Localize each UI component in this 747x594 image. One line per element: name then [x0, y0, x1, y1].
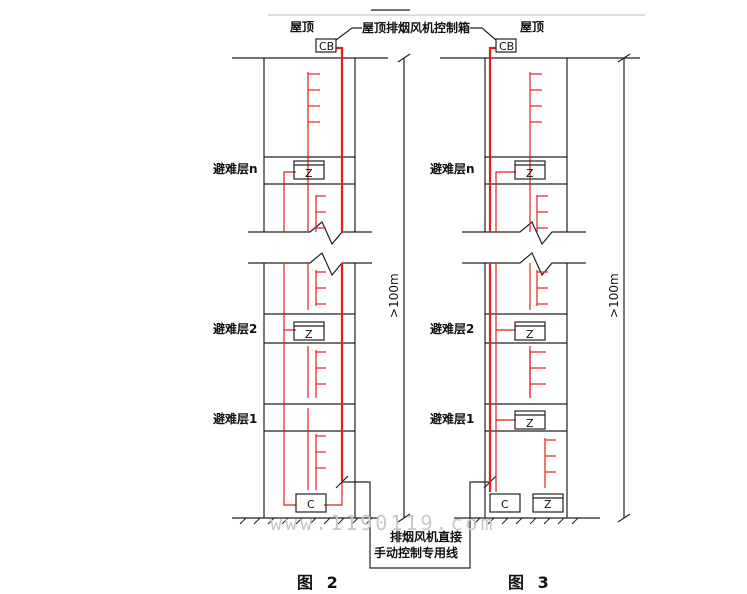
- watermark: www.1190119.com: [270, 511, 496, 535]
- refuge-floor-2-label: 避难层2: [430, 321, 474, 336]
- z-label: Z: [526, 167, 534, 180]
- red-control-line: [488, 46, 496, 232]
- red-control-line: [336, 46, 344, 232]
- red-loop: [283, 171, 296, 232]
- figure-2: CB Z Z C >100m 避难层n 避难层2 避难层1 屋顶 图 2: [213, 20, 411, 592]
- z-box-2: [514, 321, 546, 341]
- cb-box: [315, 38, 337, 53]
- roof-label-right: 屋顶: [520, 20, 544, 34]
- height-label-right: >100m: [607, 273, 621, 318]
- red-loop: [495, 263, 516, 331]
- z-box-2: [293, 321, 325, 341]
- cb-label: CB: [499, 40, 514, 53]
- height-label-left: >100m: [387, 273, 401, 318]
- z-box-1: [514, 410, 546, 430]
- refuge-floor-n-label: 避难层n: [213, 161, 258, 176]
- z-label: Z: [305, 328, 313, 341]
- ground-hatch: [239, 517, 373, 525]
- red-loop: [283, 263, 296, 331]
- c-label: C: [307, 498, 315, 511]
- figure-2-caption: 图 2: [297, 573, 342, 592]
- break-line: [462, 252, 586, 277]
- control-box-title: 屋顶排烟风机控制箱: [362, 20, 470, 35]
- c-box: [489, 493, 521, 513]
- break-line: [248, 221, 372, 246]
- red-loop: [495, 171, 516, 232]
- red-branches: [529, 73, 556, 488]
- ground-hatch: [473, 517, 579, 525]
- manual-line-label-2: 手动控制专用线: [374, 545, 458, 560]
- refuge-floor-1-label: 避难层1: [430, 411, 474, 426]
- red-branches: [308, 73, 326, 490]
- refuge-floor-1-label: 避难层1: [213, 411, 257, 426]
- title-leader-right: [470, 27, 497, 41]
- z-label: Z: [526, 328, 534, 341]
- z-box-n: [293, 160, 325, 180]
- z-box-ground: [532, 493, 564, 513]
- z-label: Z: [544, 498, 552, 511]
- c-label: C: [501, 498, 509, 511]
- break-line: [462, 221, 586, 246]
- figure-3-caption: 图 3: [508, 573, 553, 592]
- cb-box: [495, 38, 517, 53]
- red-loop: [283, 330, 296, 506]
- roof-label-left: 屋顶: [290, 20, 314, 34]
- z-label: Z: [305, 167, 313, 180]
- break-line: [248, 252, 372, 277]
- z-box-n: [514, 160, 546, 180]
- title-leader-left: [335, 27, 362, 41]
- refuge-floor-n-label: 避难层n: [430, 161, 475, 176]
- figure-3: CB Z Z Z C Z >100m 避难层n 避难层2 避难层1 屋顶 图 3: [430, 20, 640, 592]
- red-control-line: [324, 482, 343, 506]
- refuge-floor-2-label: 避难层2: [213, 321, 257, 336]
- z-label: Z: [526, 417, 534, 430]
- manual-line-route: [342, 481, 490, 569]
- cb-label: CB: [319, 40, 334, 53]
- c-box: [295, 493, 327, 513]
- manual-line-label-1: 排烟风机直接: [390, 529, 462, 544]
